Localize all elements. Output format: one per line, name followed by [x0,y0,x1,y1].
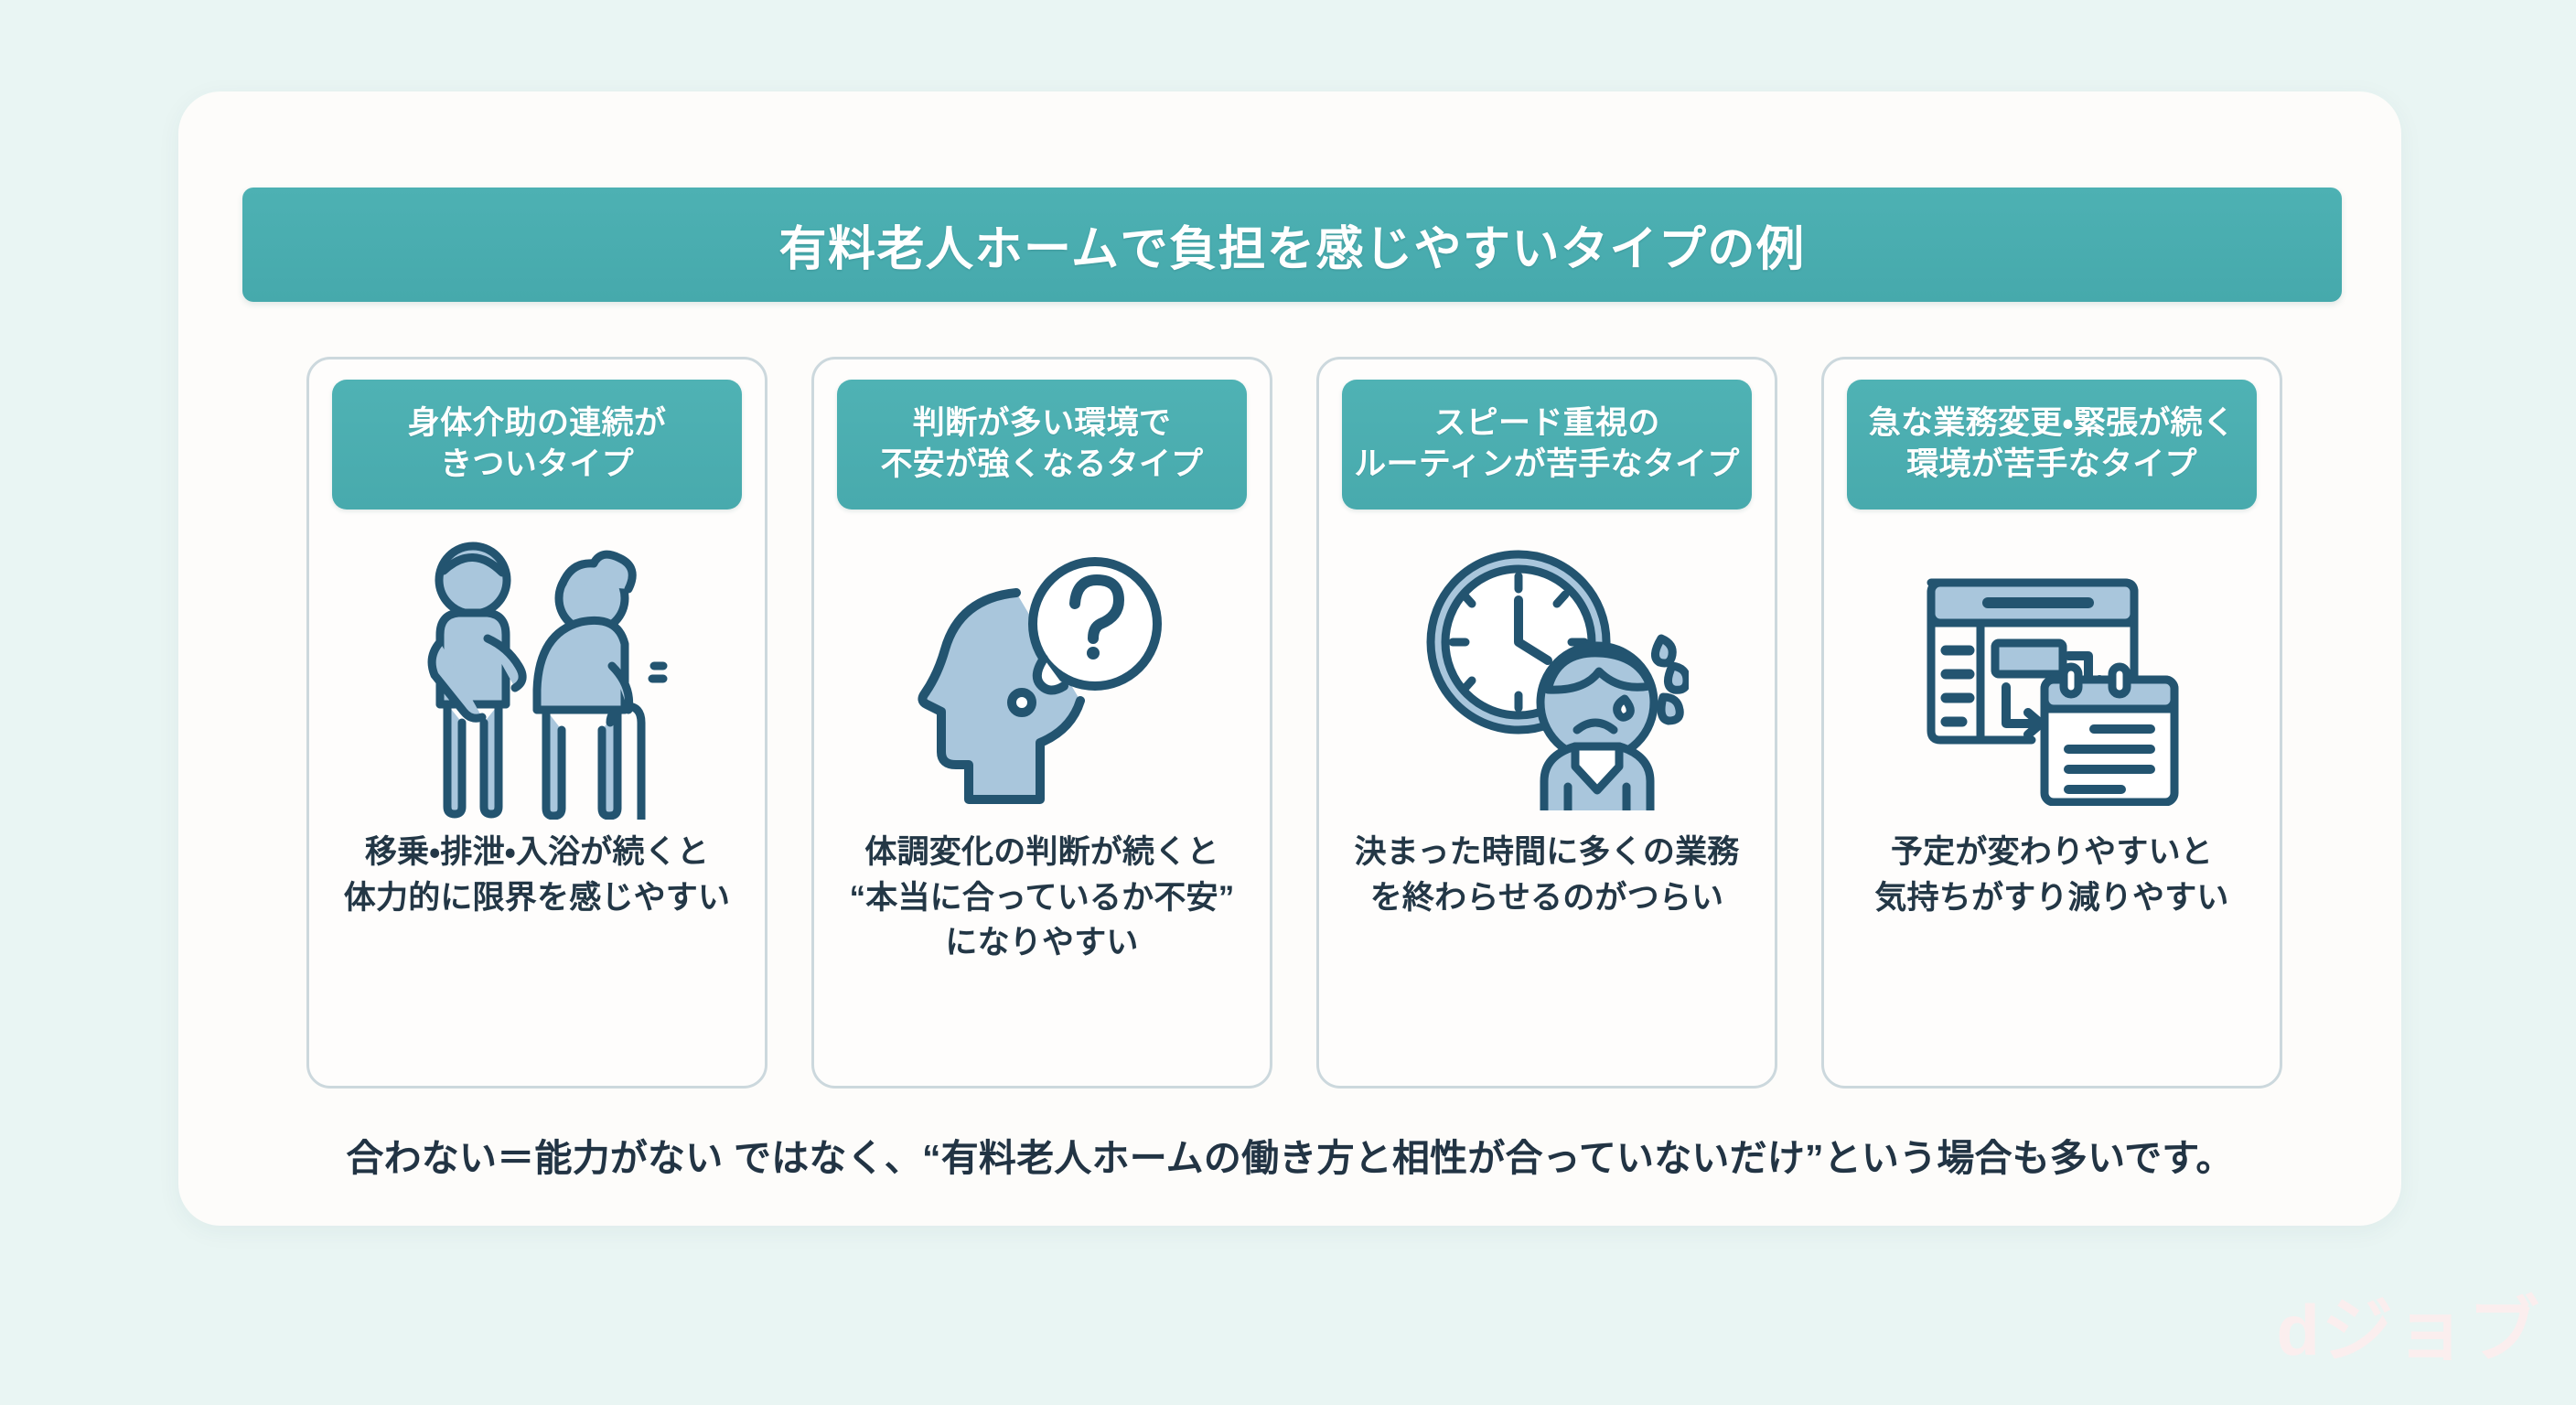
head-with-question-bubble-icon [829,522,1255,824]
card-header-judgement-anxiety: 判断が多い環境で 不安が強くなるタイプ [837,380,1247,509]
card-header-line: 身体介助の連続が [407,405,667,442]
card-header-physical-care: 身体介助の連続が きついタイプ [332,380,742,509]
card-body-line: 予定が変わりやすいと [1890,834,2213,870]
brand-watermark: dジョブ [2276,1290,2541,1370]
card-header-sudden-change: 急な業務変更・緊張が続く 環境が苦手なタイプ [1847,380,2257,509]
card-sudden-change: 急な業務変更・緊張が続く 環境が苦手なタイプ [1821,357,2282,1089]
clock-with-stressed-person-icon [1334,522,1760,824]
card-body-line: 移乗・排泄・入浴が続くと [364,834,710,870]
card-row: 身体介助の連続が きついタイプ [306,357,2282,1089]
card-physical-care: 身体介助の連続が きついタイプ [306,357,767,1089]
page-title: 有料老人ホームで負担を感じやすいタイプの例 [778,223,1806,276]
schedule-change-clipboard-icon [1839,522,2265,824]
card-header-speed-routine: スピード重視の ルーティンが苦手なタイプ [1342,380,1752,509]
card-header-line: 環境が苦手なタイプ [1906,446,2197,482]
title-banner: 有料老人ホームで負担を感じやすいタイプの例 [242,188,2342,302]
card-body-line: “本当に合っているか不安” [849,879,1235,916]
card-header-line: ルーティンが苦手なタイプ [1354,446,1740,482]
card-header-line: 急な業務変更・緊張が続く [1868,405,2236,442]
card-body-line: 体力的に限界を感じやすい [343,879,731,916]
card-header-line: 判断が多い環境で [912,405,1172,442]
card-body-line: 決まった時間に多くの業務 [1354,834,1740,870]
card-body-line: 体調変化の判断が続くと [864,834,1219,870]
card-header-line: 不安が強くなるタイプ [880,446,1204,482]
caregiver-assisting-elderly-icon [324,522,750,824]
card-judgement-anxiety: 判断が多い環境で 不安が強くなるタイプ 体調変化の判断が [811,357,1272,1089]
card-body-line: になりやすい [945,925,1139,961]
card-header-line: きついタイプ [440,446,634,482]
card-body-sudden-change: 予定が変わりやすいと 気持ちがすり減りやすい [1839,824,2265,1067]
card-body-line: 気持ちがすり減りやすい [1874,879,2229,916]
card-body-physical-care: 移乗・排泄・入浴が続くと 体力的に限界を感じやすい [324,824,750,1067]
footer-note: 合わない＝能力がない ではなく、“有料老人ホームの働き方と相性が合っていないだけ… [346,1137,2234,1179]
card-body-speed-routine: 決まった時間に多くの業務 を終わらせるのがつらい [1334,824,1760,1067]
card-body-line: を終わらせるのがつらい [1369,879,1724,916]
card-header-line: スピード重視の [1433,405,1660,442]
card-speed-routine: スピード重視の ルーティンが苦手なタイプ [1316,357,1777,1089]
card-body-judgement-anxiety: 体調変化の判断が続くと “本当に合っているか不安” になりやすい [829,824,1255,1067]
